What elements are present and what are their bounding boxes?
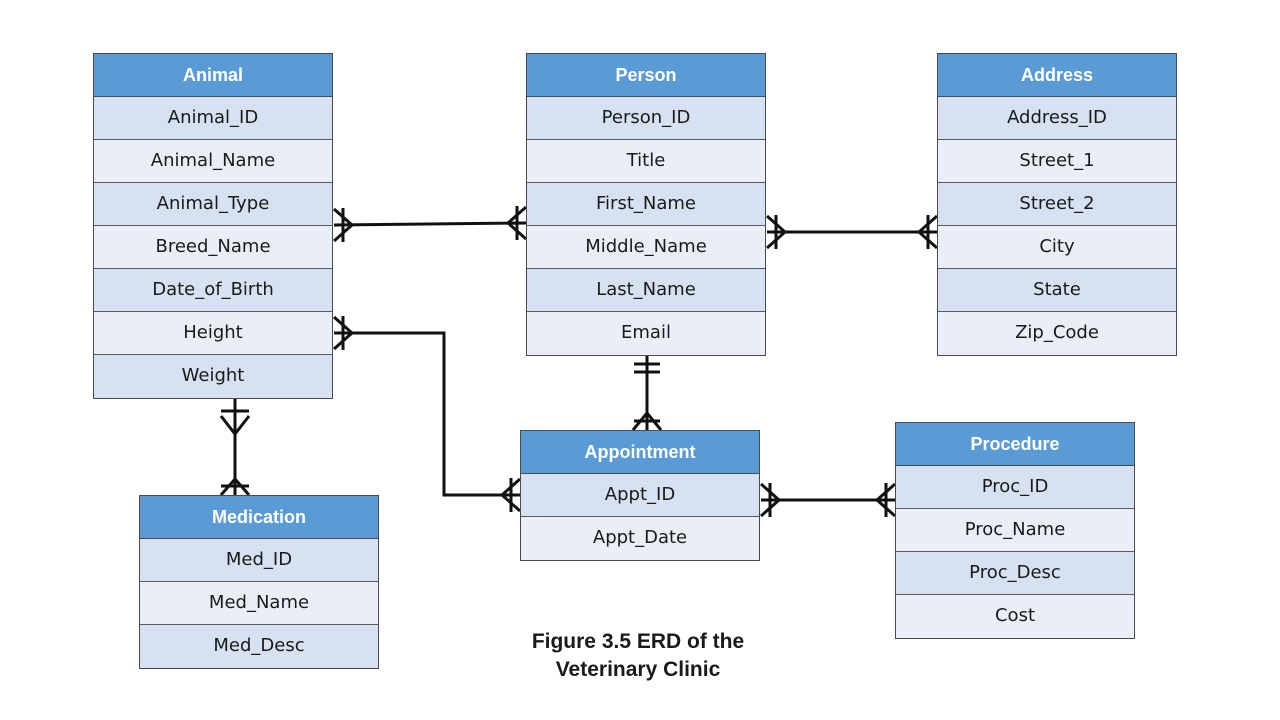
edge-animal-person: [333, 205, 527, 243]
caption-line-1: Figure 3.5 ERD of the: [531, 630, 745, 653]
entity-attribute: Person_ID: [527, 97, 765, 140]
entity-attribute: Appt_ID: [521, 474, 759, 517]
entity-attribute: Animal_Type: [94, 183, 332, 226]
entity-attribute: Email: [527, 312, 765, 355]
entity-attribute: Street_2: [938, 183, 1176, 226]
entity-attribute: Med_Desc: [140, 625, 378, 668]
entity-attribute: Proc_ID: [896, 466, 1134, 509]
entity-attribute: Title: [527, 140, 765, 183]
figure-caption: Figure 3.5 ERD of the Veterinary Clinic: [468, 628, 808, 684]
entity-attribute: Appt_Date: [521, 517, 759, 560]
entity-header: Address: [938, 54, 1176, 97]
entity-attribute: Address_ID: [938, 97, 1176, 140]
entity-attribute: First_Name: [527, 183, 765, 226]
entity-attribute: Last_Name: [527, 269, 765, 312]
entity-attribute: Height: [94, 312, 332, 355]
entity-attribute: State: [938, 269, 1176, 312]
edge-person-address: [766, 214, 938, 250]
entity-attribute: Street_1: [938, 140, 1176, 183]
entity-attribute: Animal_ID: [94, 97, 332, 140]
entity-header: Medication: [140, 496, 378, 539]
entity-attribute: Zip_Code: [938, 312, 1176, 355]
entity-attribute: Med_ID: [140, 539, 378, 582]
edge-person-appointment: [631, 355, 663, 431]
entity-attribute: Weight: [94, 355, 332, 398]
entity-attribute: Cost: [896, 595, 1134, 638]
entity-header: Animal: [94, 54, 332, 97]
entity-attribute: Proc_Name: [896, 509, 1134, 552]
entity-attribute: Breed_Name: [94, 226, 332, 269]
entity-attribute: Date_of_Birth: [94, 269, 332, 312]
entity-header: Person: [527, 54, 765, 97]
entity-attribute: City: [938, 226, 1176, 269]
entity-header: Appointment: [521, 431, 759, 474]
caption-line-2: Veterinary Clinic: [555, 658, 721, 681]
entity-attribute: Animal_Name: [94, 140, 332, 183]
edge-animal-medication: [219, 398, 251, 496]
entity-attribute: Middle_Name: [527, 226, 765, 269]
edge-animal-appointment: [333, 315, 521, 513]
entity-attribute: Proc_Desc: [896, 552, 1134, 595]
entity-header: Procedure: [896, 423, 1134, 466]
edge-appointment-procedure: [760, 482, 896, 518]
entity-attribute: Med_Name: [140, 582, 378, 625]
